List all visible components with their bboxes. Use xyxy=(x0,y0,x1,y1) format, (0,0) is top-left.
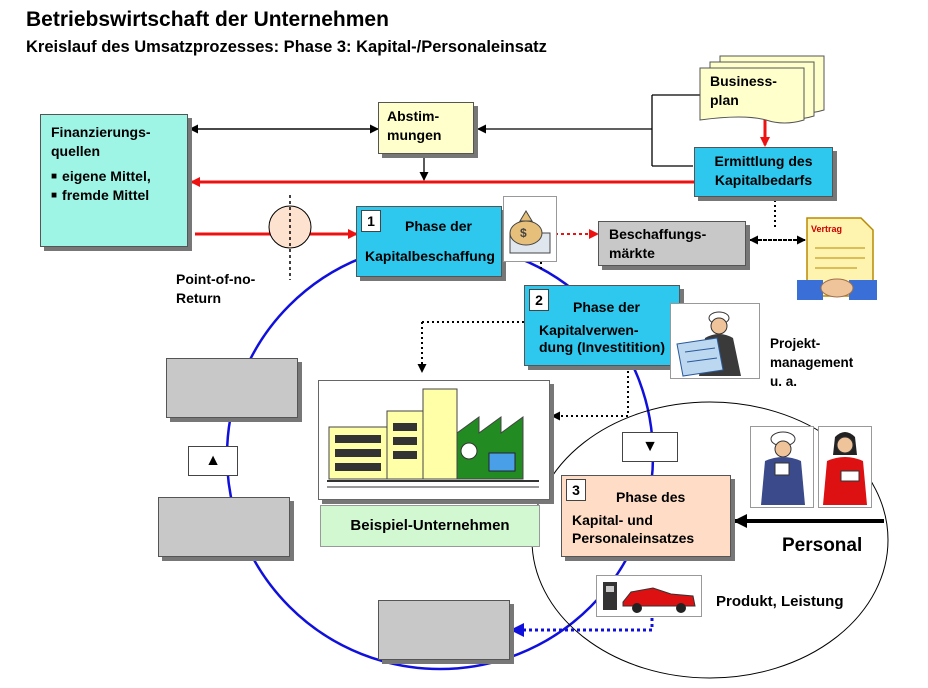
phase2-number: 2 xyxy=(529,289,549,311)
ponr-line2: Return xyxy=(176,290,222,306)
gray-box-upper-left xyxy=(166,358,298,418)
point-of-no-return-label: Point-of-no- Return xyxy=(176,270,255,308)
abstimmungen-line2: mungen xyxy=(387,127,442,143)
finanzierung-bullet-2-row: ■ fremde Mittel xyxy=(51,186,177,205)
car-fuel-icon xyxy=(603,582,696,613)
phase1-line2: Kapitalbeschaffung xyxy=(365,248,495,264)
contract-handshake-icon xyxy=(797,217,877,300)
finanzierung-line2: quellen xyxy=(51,143,101,159)
up-arrow-icon: ▲ xyxy=(205,452,221,469)
up-arrow-box: ▲ xyxy=(188,446,238,476)
finanzierung-bullet-1: eigene Mittel, xyxy=(62,168,151,184)
ponr-line1: Point-of-no- xyxy=(176,271,256,287)
abstimmungen-line1: Abstim- xyxy=(387,108,440,124)
projektmanagement-line2: management xyxy=(770,355,854,370)
phase1-number: 1 xyxy=(361,210,381,232)
money-bag-image: $ xyxy=(503,196,557,262)
project-manager-image xyxy=(670,303,760,379)
ermittlung-line2: Kapitalbedarfs xyxy=(714,172,813,188)
svg-text:$: $ xyxy=(520,226,527,240)
beschaffungsmaerkte-box: Beschaffungs- märkte xyxy=(598,221,746,266)
ermittlung-kapitalbedarf-box: Ermittlung des Kapitalbedarfs xyxy=(694,147,833,197)
projektmanagement-line1: Projekt- xyxy=(770,336,821,351)
page-subtitle: Kreislauf des Umsatzprozesses: Phase 3: … xyxy=(26,38,547,56)
factory-icon xyxy=(327,388,539,488)
finanzierung-bullet-2: fremde Mittel xyxy=(62,187,150,203)
vertrag-label: Vertrag xyxy=(811,224,843,234)
businessplan-stack: Business- plan xyxy=(699,54,830,126)
down-arrow-box: ▼ xyxy=(622,432,678,462)
phase3-number: 3 xyxy=(566,479,586,501)
worker-icon xyxy=(761,431,805,505)
gray-box-lower-left xyxy=(158,497,290,557)
phase3-line2: Kapital- und xyxy=(572,512,653,528)
worker-image xyxy=(750,426,814,508)
page-title: Betriebswirtschaft der Unternehmen xyxy=(26,8,389,31)
finanzierung-bullet-1-row: ■ eigene Mittel, xyxy=(51,167,177,186)
phase3-line3: Personaleinsatzes xyxy=(572,530,695,546)
finanzierungsquellen-box: Finanzierungs- quellen ■ eigene Mittel, … xyxy=(40,114,188,247)
phase2-line3: dung (Investitition) xyxy=(539,339,665,355)
document-stack-icon xyxy=(699,55,825,124)
personal-label: Personal xyxy=(782,535,863,556)
money-bag-icon: $ xyxy=(509,210,551,254)
businessplan-line1: Business- xyxy=(710,73,777,89)
produkt-label: Produkt, Leistung xyxy=(716,593,844,610)
beispiel-unternehmen-label: Beispiel-Unternehmen xyxy=(320,505,540,547)
abstimmungen-box: Abstim- mungen xyxy=(378,102,474,154)
bullet-icon: ■ xyxy=(51,171,58,182)
product-car-image xyxy=(596,575,702,617)
gray-box-bottom xyxy=(378,600,510,660)
bullet-icon: ■ xyxy=(51,190,58,201)
company-building-image xyxy=(318,380,550,500)
businesswoman-icon xyxy=(823,432,867,505)
ermittlung-line1: Ermittlung des xyxy=(714,153,813,169)
phase1-line1: Phase der xyxy=(405,218,472,234)
phase2-line2: Kapitalverwen- xyxy=(539,322,639,338)
beschaffung-line1: Beschaffungs- xyxy=(609,226,707,242)
beschaffung-line2: märkte xyxy=(609,245,655,261)
businessplan-line2: plan xyxy=(710,92,739,108)
phase2-line1: Phase der xyxy=(573,299,640,315)
businesswoman-image xyxy=(818,426,872,508)
finanzierung-line1: Finanzierungs- xyxy=(51,124,151,140)
phase3-line1: Phase des xyxy=(616,489,686,505)
phase1-box: 1 Phase der Kapitalbeschaffung xyxy=(356,206,502,277)
phase2-box: 2 Phase der Kapitalverwen- dung (Investi… xyxy=(524,285,680,366)
engineer-with-plan-icon xyxy=(676,311,741,377)
phase3-box: 3 Phase des Kapital- und Personaleinsatz… xyxy=(561,475,731,557)
vertrag-image: Vertrag xyxy=(797,214,877,306)
down-arrow-icon: ▼ xyxy=(642,438,658,455)
projektmanagement-label: Projekt- management u. a. xyxy=(770,334,853,391)
projektmanagement-line3: u. a. xyxy=(770,374,798,389)
